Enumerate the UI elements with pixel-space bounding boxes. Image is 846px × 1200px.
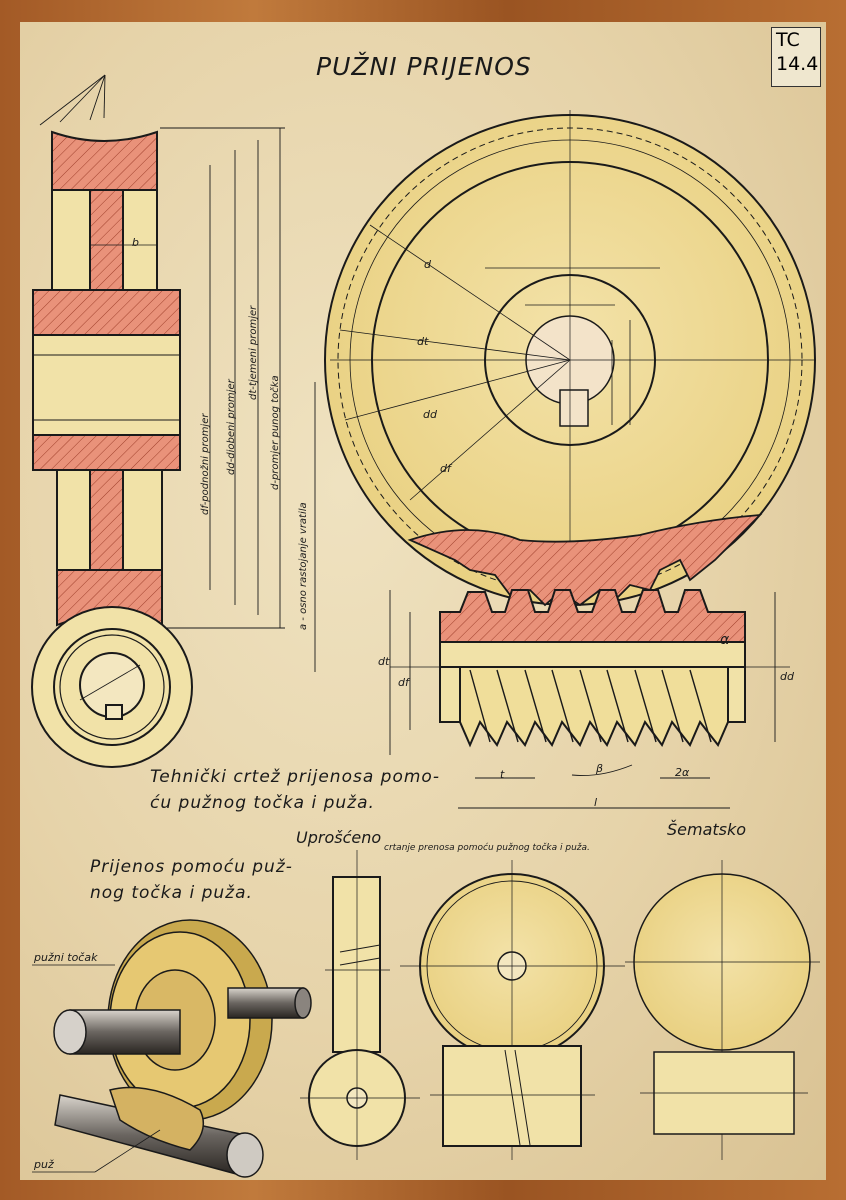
circle-dim-d: d [424,258,431,271]
worm-dim-dd: dd [780,670,794,683]
simplified-drawing [300,850,625,1160]
badge-line1: TC [776,29,800,51]
dim-alpha: α [720,632,730,648]
main-caption: Tehnički crtež prijenosa pomo-ću pužnog … [150,767,440,813]
dim-df-label: df-podnožni promjer [200,413,211,515]
left-dimension-lines [39,74,316,672]
worm-side-view [390,589,790,748]
dim-t: t [500,768,505,781]
worm-dim-df: df [398,676,409,689]
hub-front-view [31,606,193,768]
dim-two-alpha: 2α [675,766,690,779]
worm-dimension-lines [389,590,776,809]
dim-beta: β [596,762,604,775]
dim-d-label: d-promjer punog točka [270,375,281,490]
subtitle-simplified: crtanje prenosa pomoću pužnog točka i pu… [384,843,590,853]
worm-wheel-front-view [324,110,816,607]
circle-dim-dt: dt [417,335,429,348]
circle-dim-dd: dd [423,408,437,421]
illustration-leader-lines [32,964,161,1173]
dim-dd-label: dd-diobeni promjer [226,379,237,475]
label-worm-wheel: pužni točak [34,951,98,964]
dim-a-label: a - osno rastojanje vratila [298,502,309,630]
circle-dim-df: df [440,462,451,475]
dim-dt-label: dt-tjemeni promjer [248,305,259,400]
badge-line2: 14.4 [776,53,819,75]
schematic-drawing [625,860,820,1160]
worm-gear-illustration [53,919,312,1178]
sheet-badge: TC 14.4 [771,27,821,87]
bottom-left-caption: Prijenos pomoću puž-nog točka i puža. [90,857,293,903]
label-schematic: Šematsko [667,820,747,839]
worm-dim-dt: dt [378,655,390,668]
dim-l: l [594,796,598,809]
label-simplified: Uprošćeno [296,828,382,847]
dim-b: b [132,236,139,249]
wheel-section-view [32,130,181,627]
poster-title: PUŽNI PRIJENOS [316,52,532,81]
label-worm: puž [34,1158,54,1171]
